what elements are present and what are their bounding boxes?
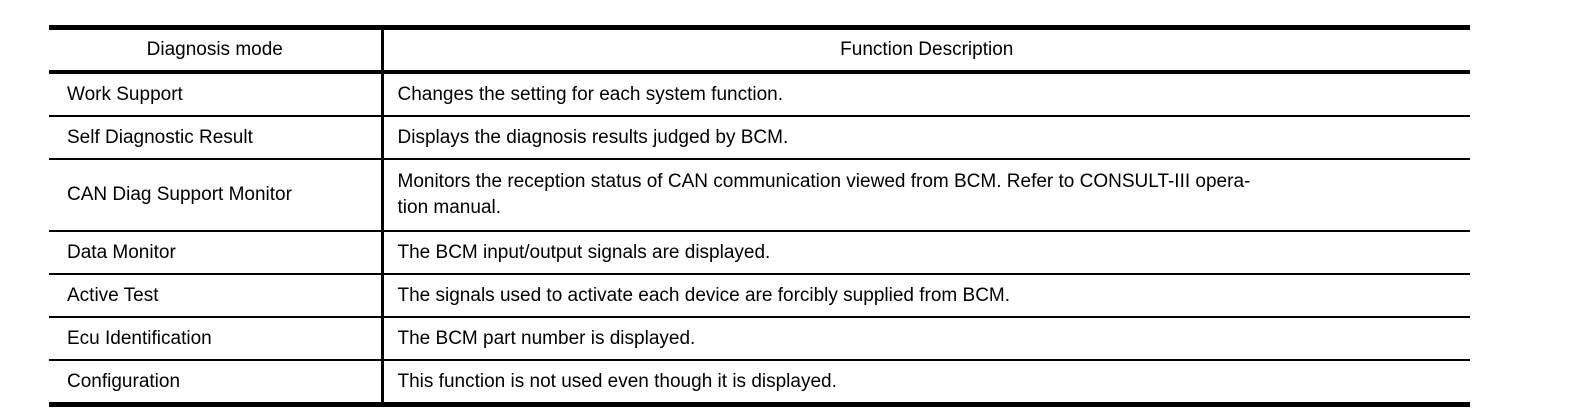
function-description-cell: Displays the diagnosis results judged by… [382, 115, 1470, 159]
column-header-diagnosis-mode: Diagnosis mode [49, 27, 384, 74]
diagnosis-mode-cell: Active Test [49, 273, 384, 317]
function-description-cell: This function is not used even though it… [382, 359, 1470, 405]
diagnosis-table-container: Diagnosis mode Function Description Work… [49, 25, 1470, 407]
function-description-cell: The signals used to activate each device… [382, 273, 1470, 317]
function-description-cell: The BCM input/output signals are display… [382, 230, 1470, 274]
diagnosis-function-table: Diagnosis mode Function Description Work… [49, 25, 1470, 407]
function-description-cell: Monitors the reception status of CAN com… [382, 158, 1470, 231]
diagnosis-mode-cell: CAN Diag Support Monitor [49, 158, 384, 231]
table-row: Active Test The signals used to activate… [49, 273, 1470, 317]
function-description-cell: The BCM part number is displayed. [382, 316, 1470, 360]
table-row: CAN Diag Support Monitor Monitors the re… [49, 158, 1470, 231]
diagnosis-mode-cell: Work Support [49, 72, 384, 116]
table-row: Self Diagnostic Result Displays the diag… [49, 115, 1470, 159]
table-row: Configuration This function is not used … [49, 359, 1470, 405]
description-line-2: tion manual. [397, 197, 502, 218]
table-row: Work Support Changes the setting for eac… [49, 72, 1470, 116]
diagnosis-mode-cell: Ecu Identification [49, 316, 384, 360]
header-row: Diagnosis mode Function Description [49, 27, 1470, 74]
function-description-cell: Changes the setting for each system func… [397, 83, 784, 105]
diagnosis-mode-cell: Data Monitor [49, 230, 384, 274]
diagnosis-mode-cell: Self Diagnostic Result [49, 115, 384, 159]
diagnosis-mode-cell: Configuration [49, 359, 384, 405]
description-line-1: Monitors the reception status of CAN com… [397, 171, 1251, 193]
table-row: Ecu Identification The BCM part number i… [49, 316, 1470, 360]
table-row: Data Monitor The BCM input/output signal… [49, 230, 1470, 274]
column-header-function-description: Function Description [382, 27, 1470, 74]
